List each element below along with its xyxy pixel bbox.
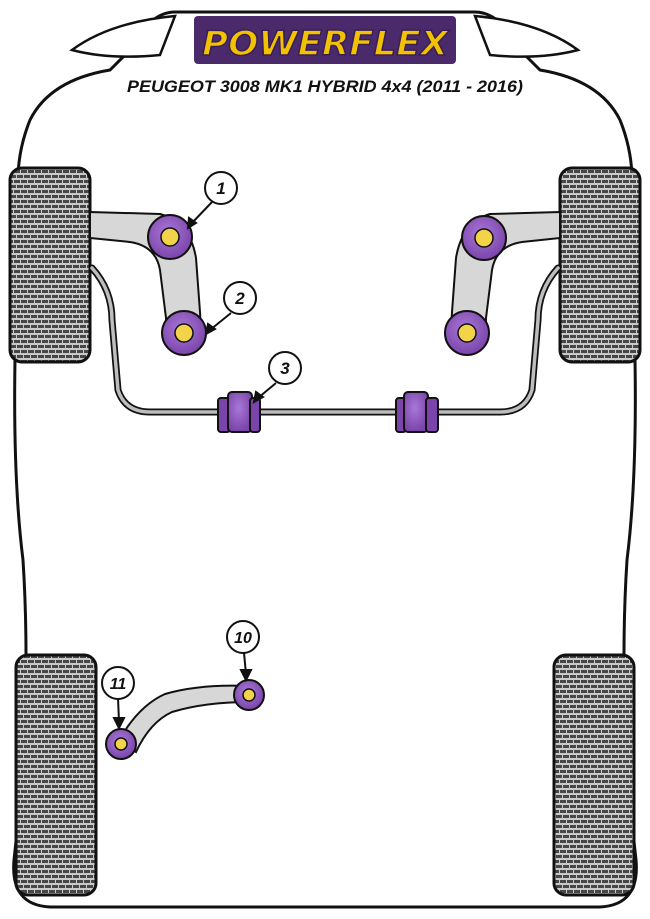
anti-roll-bar-bush-right	[395, 391, 439, 433]
front-upper-left-bush	[147, 214, 193, 260]
windscreen-left	[69, 14, 177, 58]
front-lower-right-bush	[444, 310, 490, 356]
powerflex-logo: POWERFLEX	[194, 16, 456, 65]
rear-outer-bush	[233, 679, 265, 711]
callout-arrows	[112, 201, 277, 731]
callout-11-number: 11	[110, 676, 127, 693]
callout-3-number: 3	[280, 359, 290, 378]
anti-roll-bar-highlight	[90, 266, 560, 414]
callout-10: 10	[226, 620, 260, 654]
callout-1: 1	[204, 171, 238, 205]
front-right-tyre	[558, 166, 642, 364]
front-lower-left-bush	[161, 310, 207, 356]
callout-1-number: 1	[216, 179, 225, 198]
car-body-outline	[12, 10, 638, 909]
rear-inner-bush	[105, 728, 137, 760]
page-title: PEUGEOT 3008 MK1 HYBRID 4x4 (2011 - 2016…	[127, 78, 524, 96]
callout-2-number: 2	[234, 289, 245, 308]
callout-2: 2	[223, 281, 257, 315]
windscreen-right	[473, 14, 581, 58]
callout-11: 11	[101, 666, 135, 700]
front-left-tyre	[8, 166, 92, 364]
front-upper-right-bush	[461, 215, 507, 261]
callout-10-number: 10	[234, 630, 252, 647]
rear-left-tyre	[14, 653, 98, 897]
anti-roll-bar-bush-left	[217, 391, 261, 433]
callout-3: 3	[268, 351, 302, 385]
rear-right-tyre	[552, 653, 636, 897]
logo-background	[194, 16, 456, 64]
logo-text: POWERFLEX	[202, 24, 450, 64]
